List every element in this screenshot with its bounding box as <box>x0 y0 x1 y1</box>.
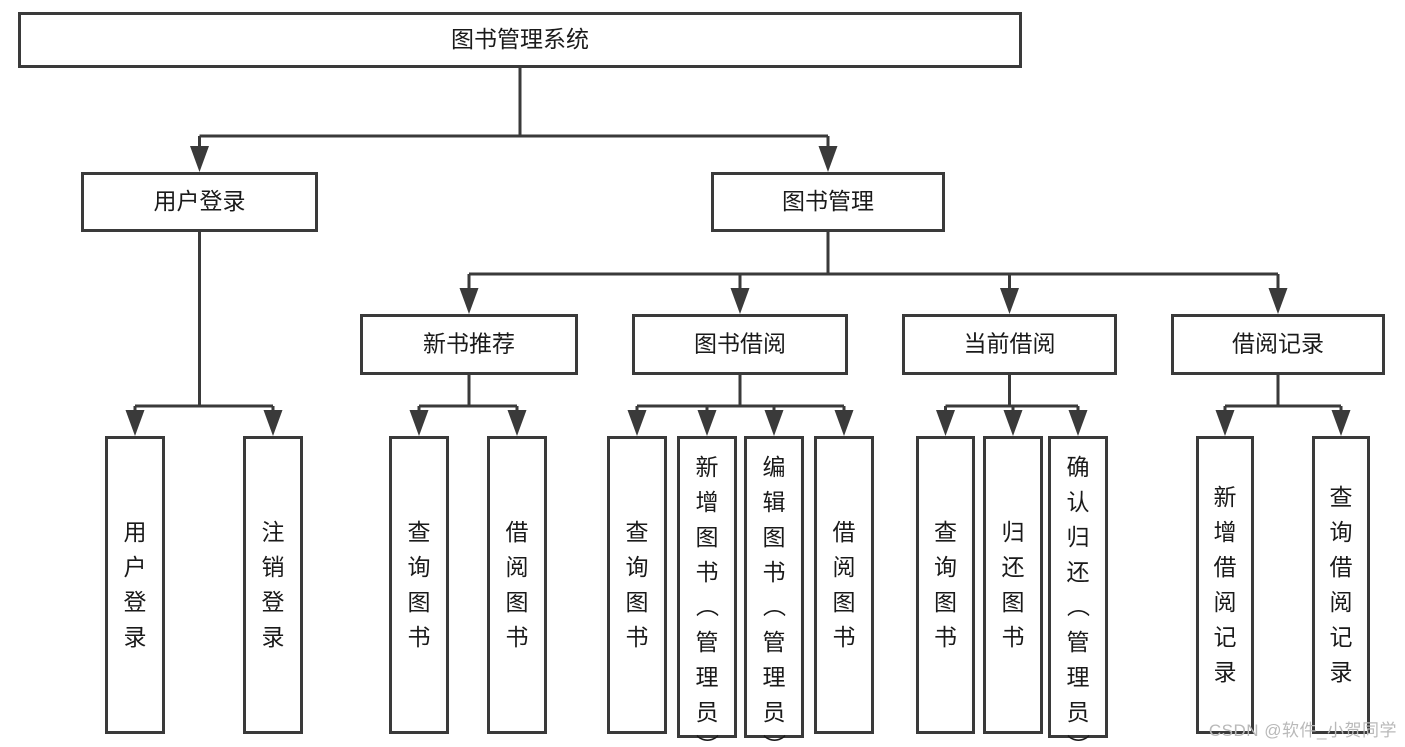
node-rect[interactable] <box>243 436 303 734</box>
node-label: 查询图书 <box>408 519 431 650</box>
connector-group <box>409 375 527 436</box>
node-leaf-borrow-book-1[interactable]: 借阅图书 <box>487 436 547 734</box>
arrow-head-icon <box>764 410 784 436</box>
node-book-manage[interactable]: 图书管理 <box>711 172 945 232</box>
arrow-head-icon <box>834 410 854 436</box>
connector-group <box>936 375 1088 436</box>
node-rect[interactable] <box>487 436 547 734</box>
arrow-head-icon <box>263 410 283 436</box>
node-label: 新书推荐 <box>423 331 515 357</box>
node-rect[interactable] <box>814 436 874 734</box>
arrow-head-icon <box>190 146 209 172</box>
arrow-head-icon <box>1215 410 1235 436</box>
node-label: 图书管理 <box>782 188 874 214</box>
arrow-head-icon <box>1000 288 1019 314</box>
node-rect[interactable] <box>902 314 1117 375</box>
node-label: 借阅图书 <box>833 519 856 650</box>
node-rect[interactable] <box>105 436 165 734</box>
node-label: 查询图书 <box>626 519 649 650</box>
arrow-head-icon <box>627 410 647 436</box>
node-leaf-query-book-3[interactable]: 查询图书 <box>916 436 975 734</box>
node-leaf-return-book[interactable]: 归还图书 <box>983 436 1043 734</box>
node-leaf-user-login[interactable]: 用户登录 <box>105 436 165 734</box>
connector-layer <box>125 68 1351 436</box>
node-label: 新增图书（管理员） <box>696 454 720 747</box>
node-label: 图书管理系统 <box>451 26 589 52</box>
connector-group <box>1215 375 1351 436</box>
arrow-head-icon <box>1003 410 1023 436</box>
arrow-head-icon <box>459 288 479 314</box>
node-leaf-add-book[interactable]: 新增图书（管理员） <box>677 436 737 747</box>
node-label: 用户登录 <box>124 519 147 650</box>
connector-group <box>627 375 854 436</box>
arrow-head-icon <box>1068 410 1088 436</box>
arrow-head-icon <box>818 146 838 172</box>
node-rect[interactable] <box>916 436 975 734</box>
node-leaf-edit-book[interactable]: 编辑图书（管理员） <box>744 436 804 747</box>
arrow-head-icon <box>1331 410 1351 436</box>
node-rect[interactable] <box>632 314 848 375</box>
node-label: 查询借阅记录 <box>1330 484 1353 685</box>
node-leaf-query-record[interactable]: 查询借阅记录 <box>1312 436 1370 734</box>
node-rect[interactable] <box>1196 436 1254 734</box>
node-leaf-borrow-book-2[interactable]: 借阅图书 <box>814 436 874 734</box>
arrow-head-icon <box>936 410 955 436</box>
node-rect[interactable] <box>1312 436 1370 734</box>
arrow-head-icon <box>409 410 429 436</box>
node-root-图书管理系统[interactable]: 图书管理系统 <box>18 12 1022 68</box>
node-rect[interactable] <box>607 436 667 734</box>
node-rect[interactable] <box>677 436 737 738</box>
node-current-borrow[interactable]: 当前借阅 <box>902 314 1117 375</box>
connector-group <box>459 232 1288 314</box>
node-book-borrow[interactable]: 图书借阅 <box>632 314 848 375</box>
node-borrow-record[interactable]: 借阅记录 <box>1171 314 1385 375</box>
node-rect[interactable] <box>389 436 449 734</box>
node-new-book-rec[interactable]: 新书推荐 <box>360 314 578 375</box>
node-rect[interactable] <box>1048 436 1108 738</box>
node-user-login[interactable]: 用户登录 <box>81 172 318 232</box>
node-label: 新增借阅记录 <box>1214 484 1237 685</box>
node-label: 借阅图书 <box>506 519 529 650</box>
arrow-head-icon <box>730 288 750 314</box>
node-label: 归还图书 <box>1002 519 1025 650</box>
node-rect[interactable] <box>744 436 804 738</box>
node-label: 借阅记录 <box>1232 331 1324 357</box>
node-rect[interactable] <box>360 314 578 375</box>
node-layer: 图书管理系统用户登录图书管理新书推荐图书借阅当前借阅借阅记录用户登录注销登录查询… <box>18 12 1385 747</box>
node-leaf-query-book-1[interactable]: 查询图书 <box>389 436 449 734</box>
connector-group <box>125 232 283 436</box>
arrow-head-icon <box>1268 288 1288 314</box>
node-leaf-confirm-return[interactable]: 确认归还（管理员） <box>1048 436 1108 747</box>
node-leaf-logout[interactable]: 注销登录 <box>243 436 303 734</box>
node-label: 用户登录 <box>154 188 246 214</box>
node-label: 编辑图书（管理员） <box>763 454 787 747</box>
node-rect[interactable] <box>711 172 945 232</box>
node-label: 确认归还（管理员） <box>1067 454 1091 747</box>
arrow-head-icon <box>125 410 145 436</box>
connector-group <box>190 68 838 172</box>
node-label: 注销登录 <box>262 519 285 650</box>
node-leaf-query-book-2[interactable]: 查询图书 <box>607 436 667 734</box>
node-label: 当前借阅 <box>964 331 1056 357</box>
node-rect[interactable] <box>18 12 1022 68</box>
node-rect[interactable] <box>1171 314 1385 375</box>
node-rect[interactable] <box>983 436 1043 734</box>
node-label: 图书借阅 <box>694 331 786 357</box>
node-label: 查询图书 <box>934 519 957 650</box>
node-rect[interactable] <box>81 172 318 232</box>
node-leaf-add-record[interactable]: 新增借阅记录 <box>1196 436 1254 734</box>
arrow-head-icon <box>697 410 717 436</box>
arrow-head-icon <box>507 410 527 436</box>
